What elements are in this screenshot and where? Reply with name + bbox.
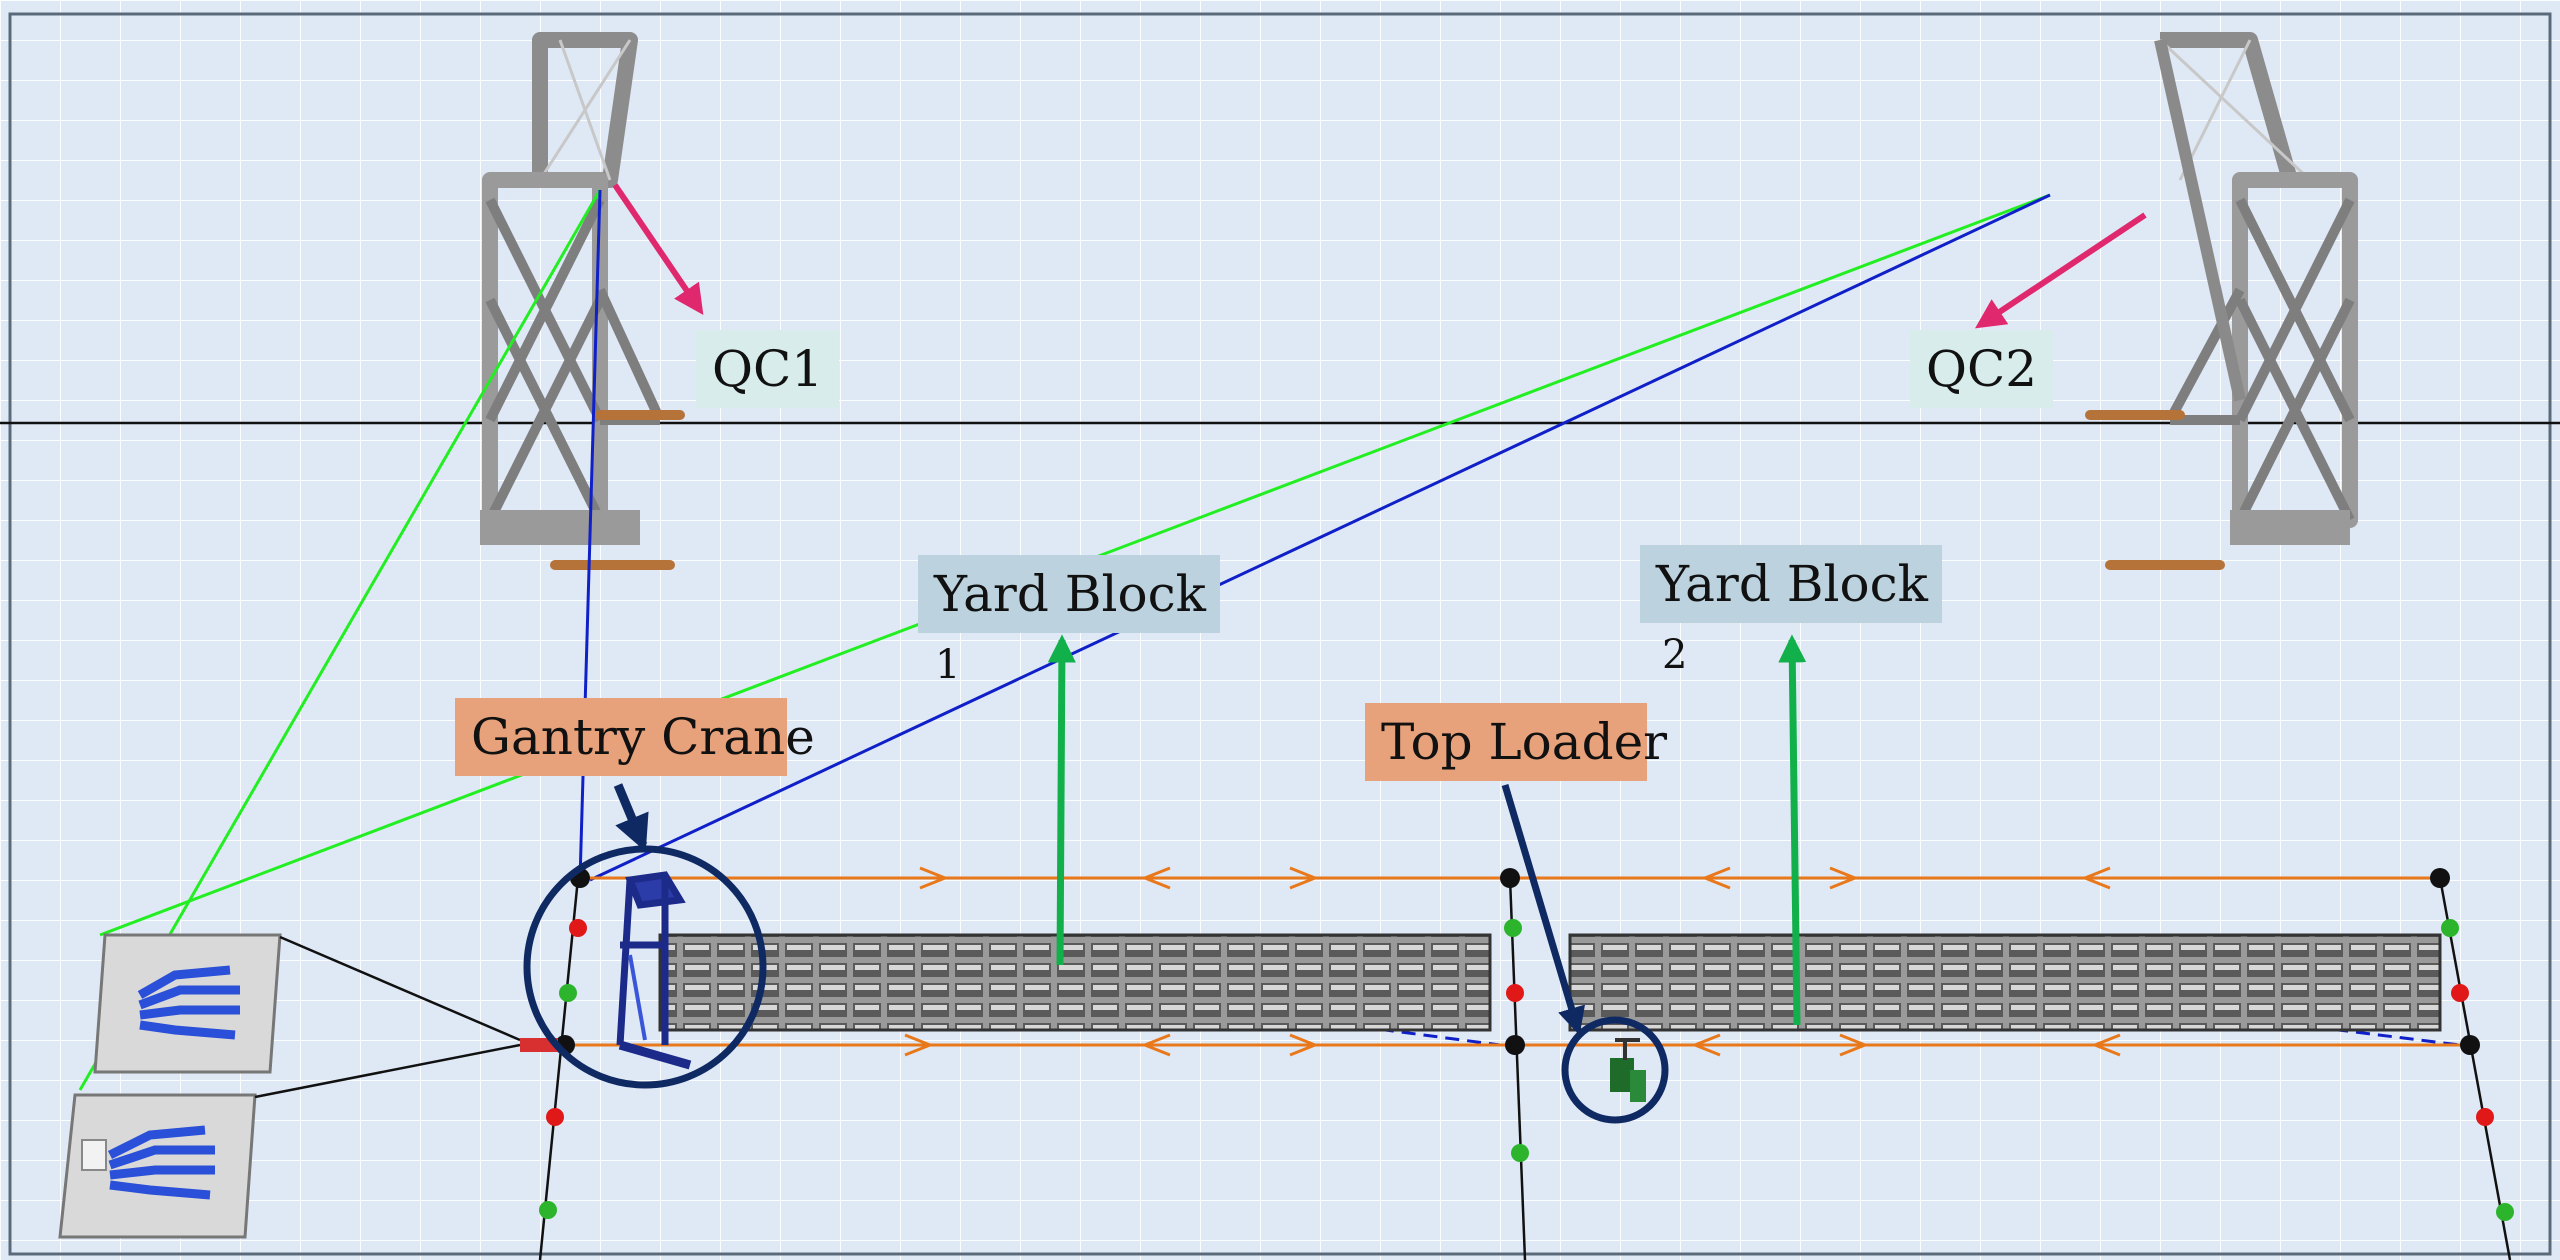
qc1-label: QC1 <box>696 330 840 408</box>
arrow-top-loader <box>1501 784 1586 1036</box>
quay-crane-icon[interactable] <box>2085 32 2358 570</box>
top-loader-highlight <box>1561 1016 1669 1124</box>
yard-block-2-label: Yard Block <box>1640 545 1942 623</box>
top-loader-label: Top Loader <box>1365 703 1667 781</box>
blue-path-qc2 <box>589 193 2051 882</box>
viewport-frame <box>8 12 2552 1256</box>
source-queue-icon[interactable] <box>58 1093 257 1239</box>
yard-block-2[interactable] <box>1568 933 2442 1032</box>
yard-block-1[interactable] <box>658 933 1492 1032</box>
queue-connectors <box>254 935 521 1099</box>
arrow-yard-block-2 <box>1778 634 1807 1026</box>
arrow-qc2 <box>1975 212 2147 329</box>
source-queue-icon[interactable] <box>93 933 282 1074</box>
yard-block-2-number: 2 <box>1662 632 1688 678</box>
network-nodes <box>538 877 2512 1260</box>
arrow-gantry-crane <box>613 783 649 852</box>
top-loader-icon[interactable] <box>1610 1038 1646 1102</box>
travel-lanes <box>560 866 2470 1057</box>
yard-block-1-number: 1 <box>935 642 961 688</box>
network-node-markers <box>539 868 2514 1221</box>
yard-block-1-label: Yard Block <box>918 555 1220 633</box>
gantry-crane-label: Gantry Crane <box>455 698 815 776</box>
quay-crane-icon[interactable] <box>480 32 685 570</box>
arrow-qc1 <box>612 183 704 315</box>
gantry-crane-icon[interactable] <box>616 871 692 1070</box>
arrow-yard-block-1 <box>1047 634 1076 966</box>
transfer-point <box>520 1038 558 1052</box>
qc2-label: QC2 <box>1910 330 2054 408</box>
